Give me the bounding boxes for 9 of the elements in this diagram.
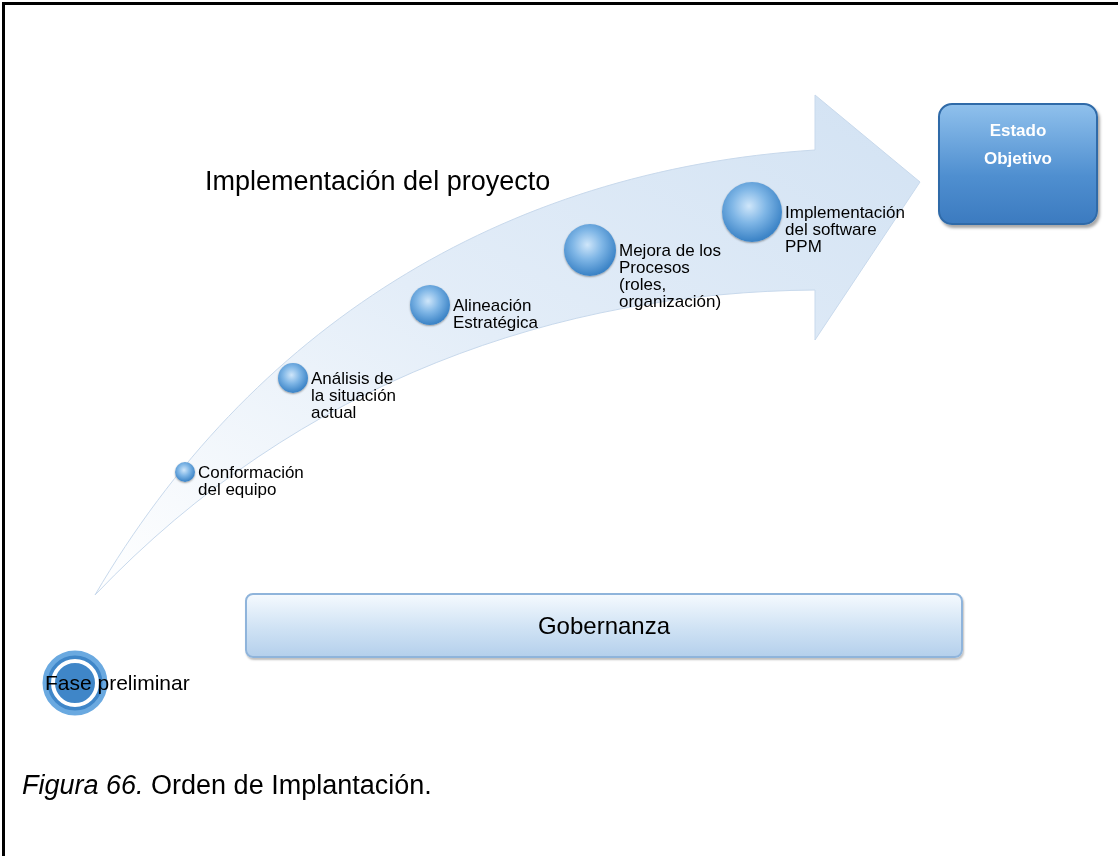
target-state-box: Estado Objetivo — [938, 103, 1098, 225]
step-label: Implementación del software PPM — [785, 204, 906, 255]
step-label: Análisis de la situación actual — [311, 370, 398, 421]
arrow-title: Implementación del proyecto — [205, 166, 551, 197]
step-label: Alineación Estratégica — [453, 297, 540, 331]
figure-caption: Figura 66. Orden de Implantación. — [22, 770, 432, 801]
step-label: Conformación del equipo — [198, 464, 305, 498]
governance-bar: Gobernanza — [245, 593, 963, 658]
step-label: Mejora de los Procesos (roles, organización) — [619, 242, 723, 310]
